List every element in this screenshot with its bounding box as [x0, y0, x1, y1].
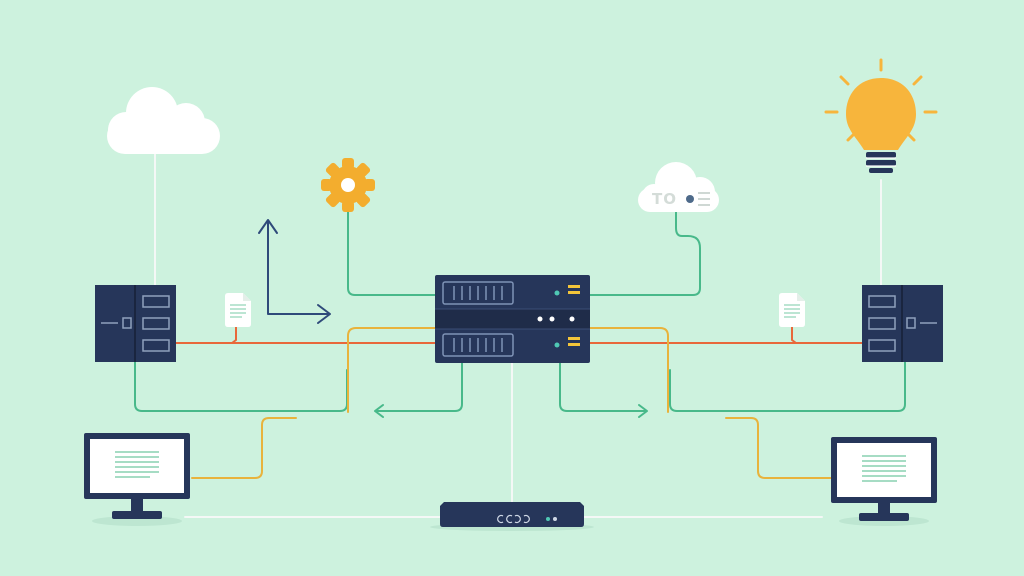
status-led — [568, 291, 580, 294]
status-led — [554, 290, 560, 296]
server-tower-left — [95, 285, 176, 362]
cloud-icon: TO — [638, 162, 719, 212]
status-led — [568, 337, 580, 340]
arrowhead-green-right — [638, 404, 648, 418]
status-led — [568, 285, 580, 288]
document-icon — [779, 293, 805, 327]
monitor-left — [84, 433, 190, 526]
line-green-arrow-left — [375, 361, 463, 412]
cloud-icon — [107, 87, 220, 154]
line-green-gear — [347, 211, 436, 296]
lightbulb-icon — [824, 58, 938, 173]
arrowhead-green-left — [374, 404, 384, 418]
status-led — [537, 316, 543, 322]
line-orange-doc-left — [231, 325, 237, 344]
cloud-label: TO — [652, 190, 677, 208]
line-yellow-left — [347, 327, 436, 413]
line-yellow-monitor-left — [191, 417, 297, 479]
bulb-base — [866, 160, 896, 166]
bulb-base — [869, 168, 893, 173]
status-led — [569, 316, 575, 322]
arrow-icon — [258, 219, 331, 324]
status-led — [554, 342, 560, 348]
bulb-base — [866, 152, 896, 158]
line-green-cloud-right — [589, 209, 701, 296]
status-led — [568, 343, 580, 346]
line-yellow-right — [589, 327, 669, 413]
cloud-label-dot — [686, 195, 694, 203]
line-green-left-loop — [134, 361, 348, 412]
line-green-arrow-right — [559, 361, 647, 412]
line-yellow-monitor-right — [725, 417, 833, 479]
monitor-right — [831, 437, 937, 526]
line-orange-doc-right — [791, 325, 797, 344]
line-green-right-loop — [669, 361, 906, 412]
document-icon — [225, 293, 251, 327]
cloud-label-lines — [698, 192, 710, 206]
server-tower-right — [862, 285, 943, 362]
gear-icon — [321, 158, 375, 212]
network-switch — [430, 502, 594, 531]
connections — [134, 151, 906, 518]
server-rack-main — [435, 275, 590, 363]
status-led — [549, 316, 555, 322]
